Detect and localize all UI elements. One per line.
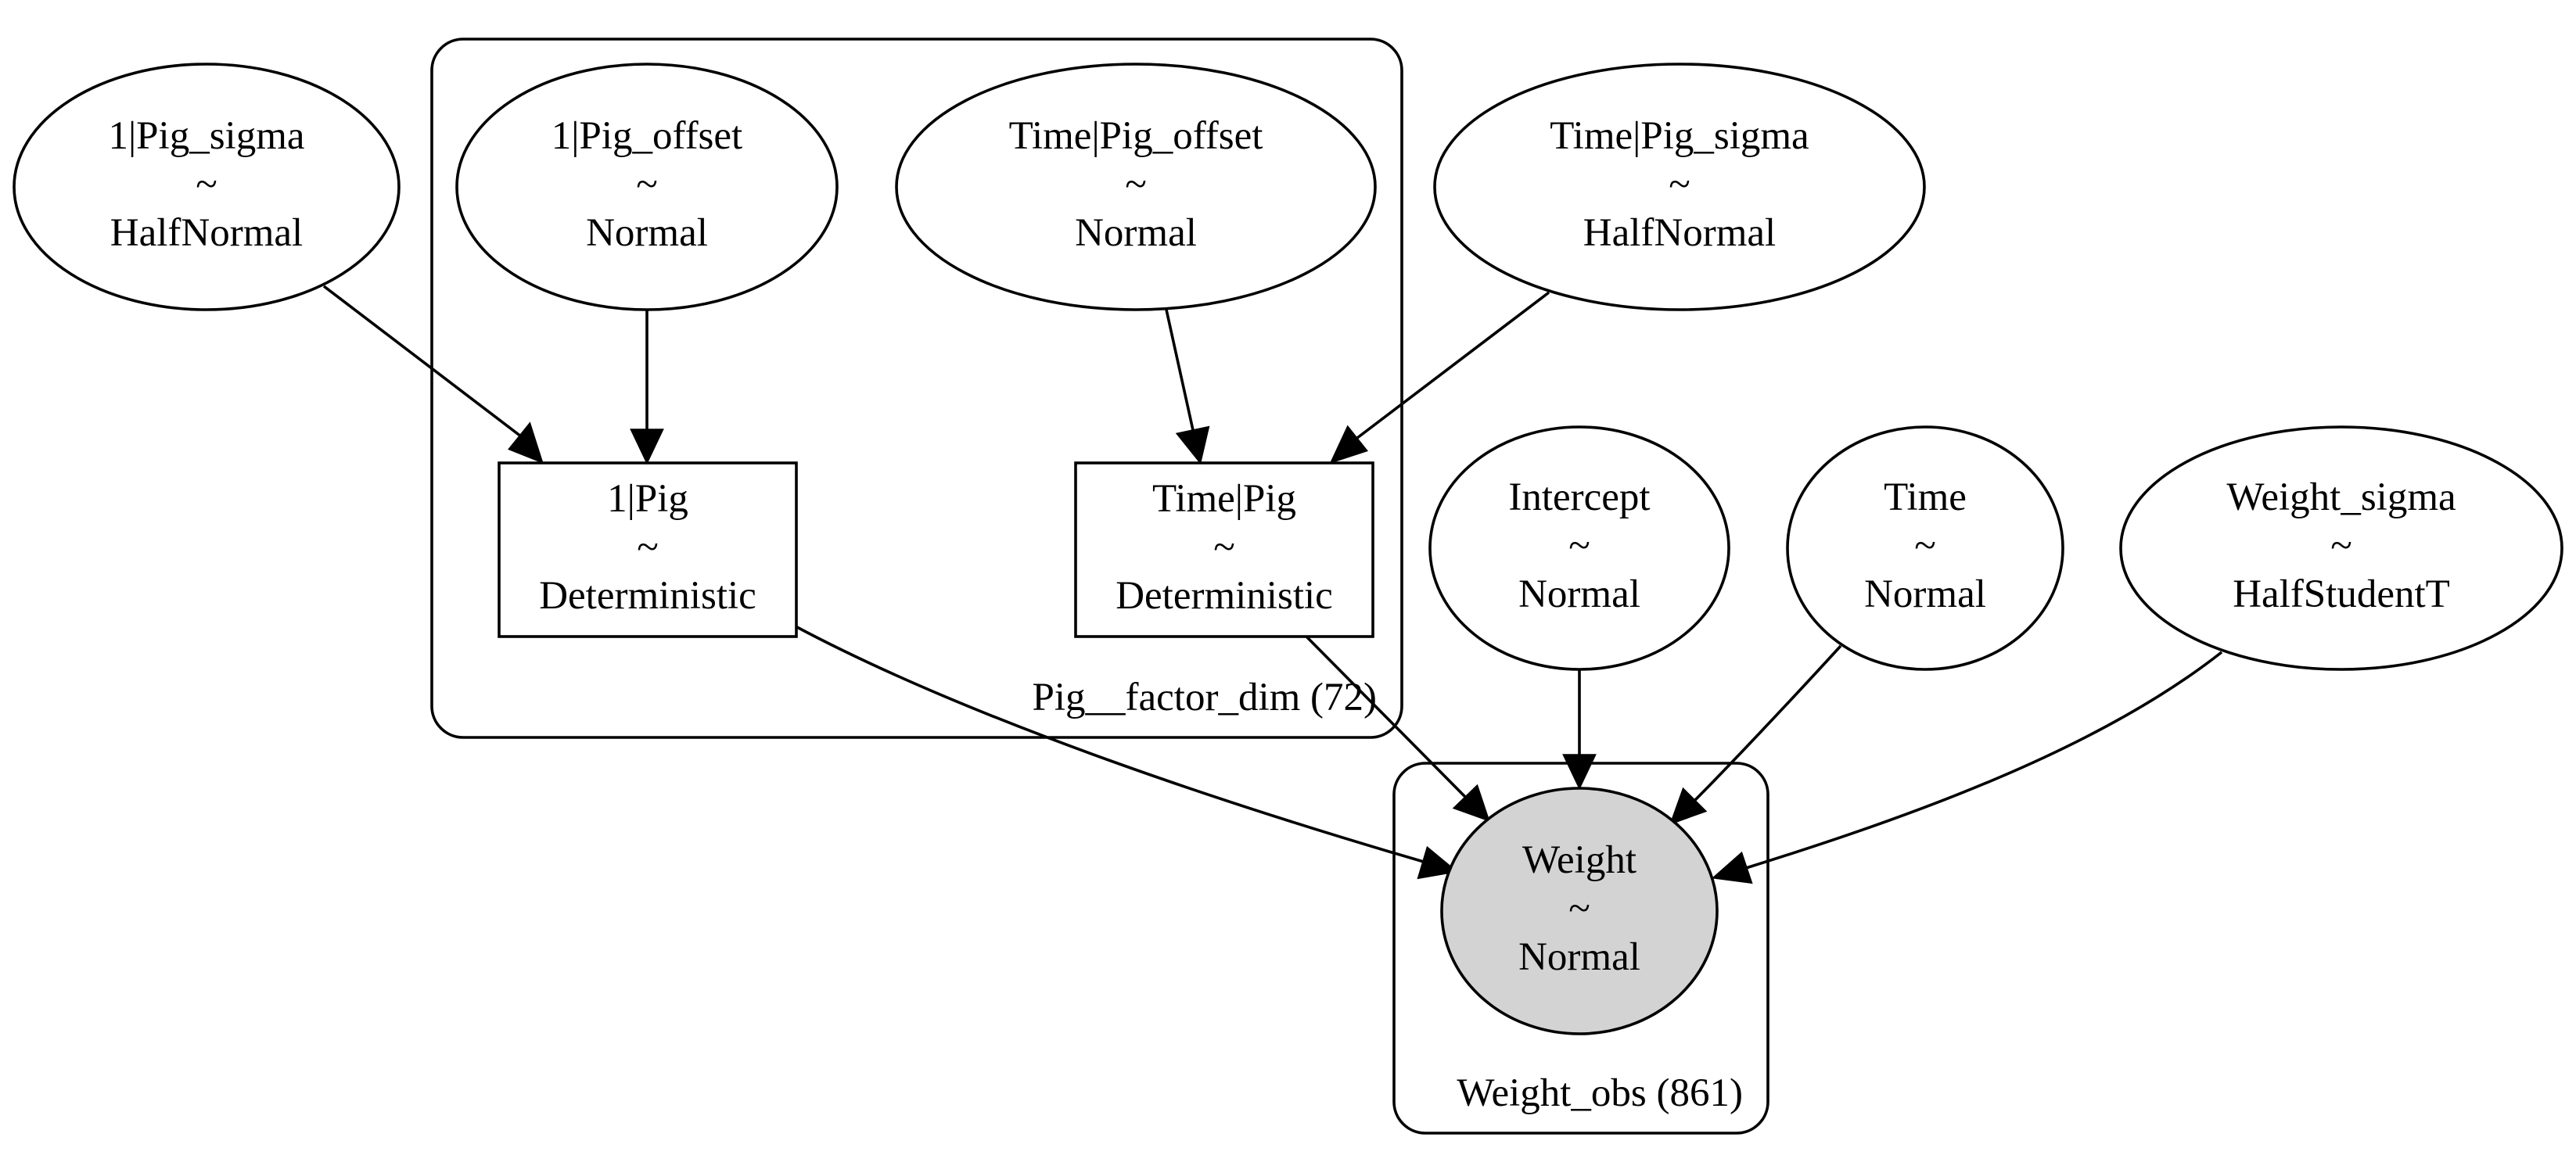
node-intercept: Intercept ~ Normal [1428, 425, 1730, 671]
node-time-pig-shape [1074, 461, 1374, 638]
node-weight-sigma: Weight_sigma ~ HalfStudentT [2119, 425, 2563, 671]
node-pig-sigma-dist: HalfNormal [110, 211, 303, 255]
node-pig-offset-dist: Normal [586, 211, 708, 255]
node-time-pig-sigma-name: Time|Pig_sigma [1550, 114, 1809, 158]
edge-weight-sigma-to-weight-arrowhead [1711, 851, 1753, 884]
node-intercept-name: Intercept [1508, 475, 1650, 519]
node-time-pig-dist: Deterministic [1116, 574, 1333, 618]
node-weight-sigma-name: Weight_sigma [2226, 475, 2456, 519]
node-time: Time ~ Normal [1786, 425, 2064, 671]
edge-pig-sigma-to-pig-arrowhead [508, 421, 544, 465]
node-intercept-dist: Normal [1518, 572, 1640, 616]
node-weight-sigma-tilde: ~ [2330, 524, 2352, 568]
node-time-name: Time [1884, 475, 1967, 519]
node-weight: Weight ~ Normal [1440, 787, 1719, 1035]
edge-weight-sigma-to-weight [1745, 651, 2223, 870]
edge-time-pig-offset-to-time-pig-arrowhead [1175, 425, 1210, 465]
edge-pig-offset-to-pig-arrowhead [630, 429, 664, 465]
node-pig-name: 1|Pig [607, 477, 688, 521]
node-time-pig: Time|Pig ~ Deterministic [1074, 461, 1374, 638]
node-time-tilde: ~ [1914, 524, 1936, 568]
edge-pig-sigma-to-pig [322, 285, 523, 438]
node-pig-tilde: ~ [637, 526, 659, 569]
node-pig-dist: Deterministic [539, 574, 756, 618]
edge-time-to-weight-arrowhead [1669, 787, 1708, 825]
node-pig-offset-name: 1|Pig_offset [551, 114, 742, 158]
node-time-pig-sigma-tilde: ~ [1669, 163, 1690, 206]
node-pig-sigma-name: 1|Pig_sigma [108, 114, 304, 158]
node-pig-offset-shape [455, 63, 839, 311]
node-pig: 1|Pig ~ Deterministic [498, 461, 798, 638]
node-weight-tilde: ~ [1568, 887, 1590, 931]
edge-time-pig-sigma-to-time-pig [1356, 291, 1550, 439]
node-weight-dist: Normal [1518, 935, 1640, 979]
node-time-pig-offset-tilde: ~ [1125, 163, 1147, 206]
node-pig-sigma-shape [13, 63, 401, 311]
plate-pig-factor-dim-label: Pig__factor_dim (72) [1033, 676, 1378, 719]
node-pig-offset-tilde: ~ [636, 163, 658, 206]
node-time-pig-offset-shape [895, 63, 1377, 311]
node-pig-shape [498, 461, 798, 638]
node-time-pig-sigma: Time|Pig_sigma ~ HalfNormal [1433, 63, 1926, 311]
edge-time-pig-to-weight [1305, 635, 1468, 799]
node-weight-sigma-dist: HalfStudentT [2233, 572, 2450, 616]
node-pig-sigma: 1|Pig_sigma ~ HalfNormal [13, 63, 401, 311]
plate-pig-factor-dim [430, 38, 1403, 739]
node-weight-sigma-shape [2119, 425, 2563, 671]
node-time-dist: Normal [1864, 572, 1986, 616]
node-pig-offset: 1|Pig_offset ~ Normal [455, 63, 839, 311]
node-time-shape [1786, 425, 2064, 671]
edge-pig-to-weight-arrowhead [1417, 845, 1459, 880]
node-intercept-tilde: ~ [1568, 524, 1590, 568]
plate-weight-obs-label: Weight_obs (861) [1457, 1071, 1743, 1115]
edge-time-to-weight [1692, 644, 1842, 803]
node-time-pig-offset-dist: Normal [1075, 211, 1197, 255]
node-time-pig-offset-name: Time|Pig_offset [1009, 114, 1263, 158]
node-weight-shape [1440, 787, 1719, 1035]
edge-time-pig-sigma-to-time-pig-arrowhead [1329, 425, 1369, 464]
node-time-pig-sigma-dist: HalfNormal [1583, 211, 1776, 255]
edges [322, 285, 2223, 884]
edge-time-pig-offset-to-time-pig [1165, 309, 1195, 431]
node-pig-sigma-tilde: ~ [196, 163, 217, 206]
node-time-pig-offset: Time|Pig_offset ~ Normal [895, 63, 1377, 311]
node-time-pig-name: Time|Pig [1152, 477, 1296, 521]
node-time-pig-tilde: ~ [1213, 526, 1235, 569]
edge-pig-to-weight [795, 625, 1425, 863]
node-weight-name: Weight [1522, 838, 1636, 882]
edge-intercept-to-weight-arrowhead [1562, 754, 1597, 791]
edge-time-pig-to-weight-arrowhead [1452, 784, 1490, 822]
node-intercept-shape [1428, 425, 1730, 671]
node-time-pig-sigma-shape [1433, 63, 1926, 311]
